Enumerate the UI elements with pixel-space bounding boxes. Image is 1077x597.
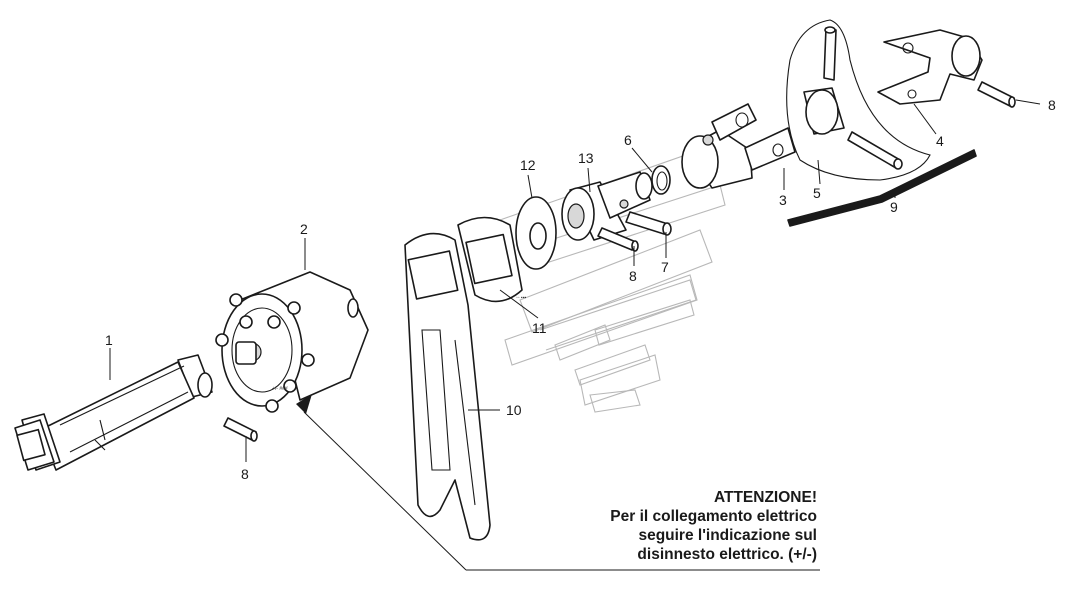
- part-11-square-washer: ◦◦ ▪▪▪: [457, 216, 526, 303]
- warning-line-2: seguire l'indicazione sul: [638, 527, 817, 544]
- callout-1: 1: [105, 332, 113, 348]
- callout-6: 6: [624, 132, 632, 148]
- part-8-pin-middle: [597, 227, 639, 252]
- callout-11: 11: [532, 320, 547, 336]
- warning-title: ATTENZIONE!: [713, 489, 817, 506]
- part-1-splined-shaft: [14, 354, 213, 471]
- callout-5: 5: [813, 185, 821, 201]
- part-13-hub: [561, 171, 653, 241]
- part-2-clutch-housing: +/- ###: [215, 271, 369, 413]
- callout-12: 12: [520, 157, 536, 173]
- part-8-pin-right: [977, 81, 1016, 108]
- part-9-group-bracket: [786, 19, 977, 227]
- part-12-round-washer: [515, 196, 557, 270]
- svg-text:◦◦ ▪▪▪: ◦◦ ▪▪▪: [516, 295, 526, 301]
- part-4-fork: [877, 29, 983, 105]
- callout-8-middle: 8: [629, 268, 637, 284]
- warning-line-3: disinnesto elettrico. (+/-): [637, 546, 817, 563]
- part-3-yoke: [681, 103, 796, 189]
- warning-note: ATTENZIONE! Per il collegamento elettric…: [610, 488, 817, 564]
- callout-2: 2: [300, 221, 308, 237]
- callout-3: 3: [779, 192, 787, 208]
- callout-13: 13: [578, 150, 594, 166]
- part-10-lever: [404, 232, 491, 541]
- callout-7: 7: [661, 259, 669, 275]
- callout-8-left: 8: [241, 466, 249, 482]
- leader-lines: [109, 99, 1041, 571]
- part-6-snap-ring: [651, 165, 671, 195]
- callout-8-right: 8: [1048, 97, 1056, 113]
- callout-10: 10: [506, 402, 522, 418]
- warning-line-1: Per il collegamento elettrico: [610, 508, 817, 525]
- callout-9: 9: [890, 199, 898, 215]
- part-7-pin: [625, 211, 672, 236]
- part-8-pin-left: [223, 417, 258, 442]
- part-5-spring-pins: [803, 26, 903, 170]
- callout-numbers: 1 2 8 12 13 6 8 7 3 5 9 4 8 11 10: [105, 97, 1056, 482]
- polarity-marking: +/- ###: [272, 386, 288, 392]
- callout-4: 4: [936, 133, 944, 149]
